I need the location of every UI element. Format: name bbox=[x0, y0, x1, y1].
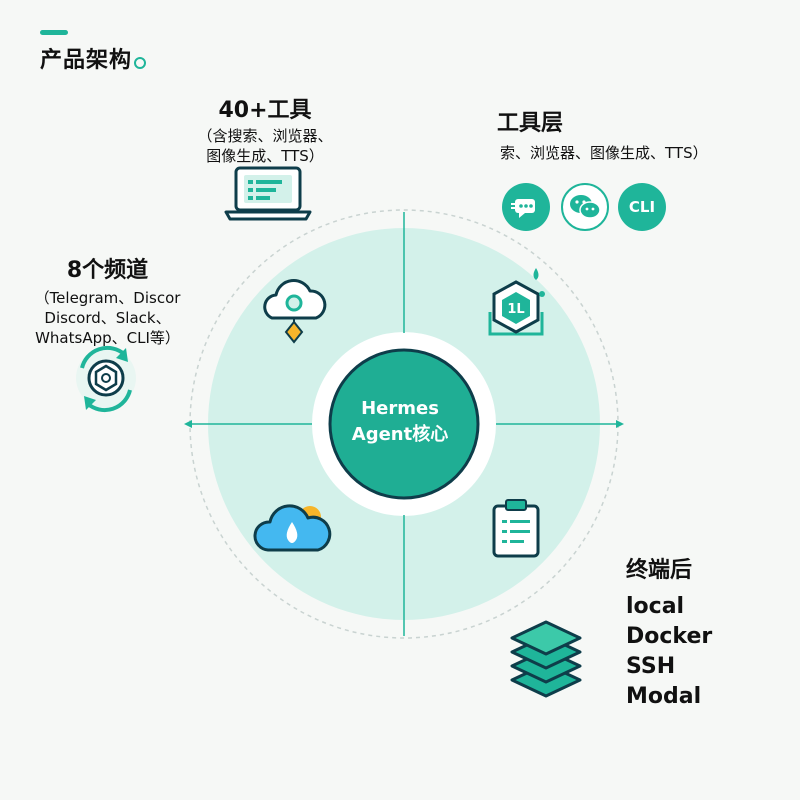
hexagon-module-icon: 1L bbox=[488, 268, 545, 336]
core-label-line1: Hermes bbox=[361, 398, 439, 419]
terminal-item-local: local bbox=[626, 594, 685, 619]
tools40-sub-line1: （含搜索、浏览器、 bbox=[197, 127, 333, 145]
cli-badge-label: CLI bbox=[628, 198, 656, 216]
chat-bubble-glyph bbox=[511, 199, 535, 218]
channels-block: 8个频道 （Telegram、Discor Discord、Slack、 Wha… bbox=[20, 252, 195, 348]
tool-layer-block: 工具层 索、浏览器、图像生成、TTS） bbox=[470, 105, 790, 163]
title-dot-icon bbox=[134, 57, 147, 69]
svg-text:1L: 1L bbox=[507, 302, 524, 317]
core-circle bbox=[328, 348, 480, 500]
openai-sync-icon bbox=[76, 346, 136, 412]
page-title: 产品架构 bbox=[40, 42, 147, 74]
wechat-icon[interactable] bbox=[561, 183, 609, 231]
channels-sub-line2: Discord、Slack、 bbox=[44, 309, 171, 327]
channels-title: 8个频道 bbox=[66, 258, 149, 283]
tools40-block: 40+工具 （含搜索、浏览器、 图像生成、TTS） bbox=[150, 92, 380, 166]
tools40-title: 40+工具 bbox=[218, 98, 312, 123]
channels-sub-line3: WhatsApp、CLI等） bbox=[35, 329, 180, 347]
terminal-item-modal: Modal bbox=[626, 684, 702, 709]
tool-layer-sub: 索、浏览器、图像生成、TTS） bbox=[500, 144, 708, 162]
cloud-gear-icon bbox=[263, 279, 327, 344]
arrow-right-icon bbox=[616, 420, 624, 428]
tool-layer-title: 工具层 bbox=[497, 111, 564, 136]
terminal-block: 终端后 local Docker SSH Modal bbox=[626, 552, 712, 712]
cli-badge[interactable]: CLI bbox=[618, 183, 666, 231]
arrow-left-icon bbox=[184, 420, 192, 428]
core-label: Hermes Agent核心 bbox=[330, 396, 470, 448]
clipboard-icon bbox=[492, 499, 540, 558]
laptop-icon bbox=[224, 166, 312, 221]
cloud-drop-icon bbox=[253, 504, 332, 552]
terminal-title: 终端后 bbox=[626, 558, 693, 583]
tools40-sub-line2: 图像生成、TTS） bbox=[206, 147, 324, 165]
title-accent-bar bbox=[40, 30, 68, 35]
terminal-item-docker: Docker bbox=[626, 624, 713, 649]
terminal-item-ssh: SSH bbox=[626, 654, 676, 679]
channels-sub-line1: （Telegram、Discor bbox=[34, 289, 181, 307]
chat-bubble-icon[interactable] bbox=[502, 183, 550, 231]
core-label-line2: Agent核心 bbox=[351, 424, 449, 445]
wechat-glyph bbox=[570, 195, 601, 219]
stack-layers-icon bbox=[510, 620, 582, 698]
